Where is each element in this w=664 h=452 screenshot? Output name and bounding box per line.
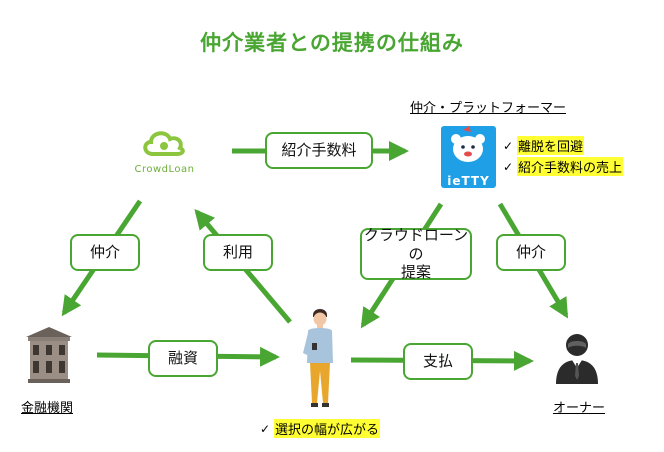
crowdloan-logo-text: CrowdLoan — [134, 164, 195, 175]
edge-label-usage: 利用 — [203, 234, 273, 271]
check-icon: ✓ — [503, 159, 514, 174]
owner-label: オーナー — [553, 401, 606, 416]
crowdloan-logo: CrowdLoan — [127, 126, 202, 176]
edge-label-payment: 支払 — [403, 343, 473, 380]
benefit-item: ✓ 選択の幅が広がる — [260, 419, 381, 438]
platform-benefits: ✓ 離脱を回避 ✓ 紹介手数料の売上 — [503, 136, 624, 176]
mascot-logo-icon — [451, 126, 485, 162]
benefit-item: ✓ 紹介手数料の売上 — [503, 157, 624, 176]
platform-logo-text: ieTTY — [447, 174, 490, 188]
platform-logo: ieTTY — [441, 126, 496, 188]
person-standing-icon — [300, 307, 340, 409]
edge-label-referral-fee: 紹介手数料 — [265, 132, 373, 169]
edge-label-proposal-line2: 提案 — [400, 263, 431, 282]
benefit-item: ✓ 離脱を回避 — [503, 136, 623, 155]
check-icon: ✓ — [503, 138, 514, 153]
benefit-text: 離脱を回避 — [517, 136, 585, 155]
platform-label: 仲介・プラットフォーマー — [410, 101, 567, 116]
check-icon: ✓ — [260, 421, 271, 436]
cloud-logo-icon — [143, 131, 185, 156]
bank-building-icon — [24, 325, 74, 385]
businessman-icon — [553, 330, 601, 384]
edge-label-financing: 融資 — [148, 340, 218, 377]
edge-label-mediation-left: 仲介 — [70, 234, 140, 271]
edge-label-mediation-right: 仲介 — [496, 234, 566, 271]
bank-label: 金融機関 — [21, 401, 74, 416]
user-benefit: ✓ 選択の幅が広がる — [260, 419, 381, 438]
edge-label-proposal: クラウドローンの 提案 — [360, 225, 472, 282]
benefit-text: 紹介手数料の売上 — [517, 157, 624, 176]
benefit-text: 選択の幅が広がる — [274, 419, 381, 438]
page-title: 仲介業者との提携の仕組み — [200, 31, 464, 55]
edge-label-proposal-line1: クラウドローンの — [363, 225, 469, 263]
